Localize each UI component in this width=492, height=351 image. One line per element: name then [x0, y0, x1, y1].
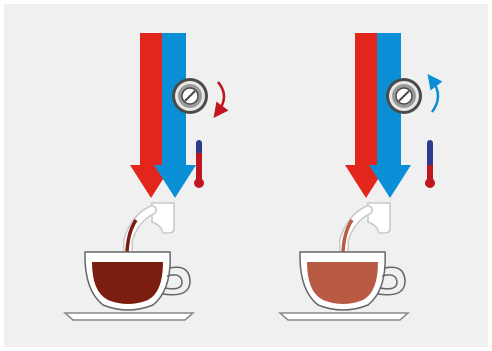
hot-water-arrow — [345, 33, 387, 198]
panel-mild — [278, 33, 443, 321]
rotate-counterclockwise-icon — [427, 73, 443, 113]
thermometer-icon — [425, 140, 435, 188]
cold-water-arrow — [369, 33, 411, 198]
hot-water-arrow — [130, 33, 172, 198]
cold-water-arrow — [154, 33, 196, 198]
diagram-background — [4, 4, 488, 347]
mixing-dial-icon — [172, 78, 208, 114]
coffee-cup — [63, 251, 195, 321]
panel-strong — [63, 33, 229, 321]
coffee-cup — [278, 251, 410, 321]
mixing-dial-icon — [386, 78, 422, 114]
thermometer-icon — [194, 140, 204, 188]
rotate-clockwise-icon — [213, 81, 229, 119]
